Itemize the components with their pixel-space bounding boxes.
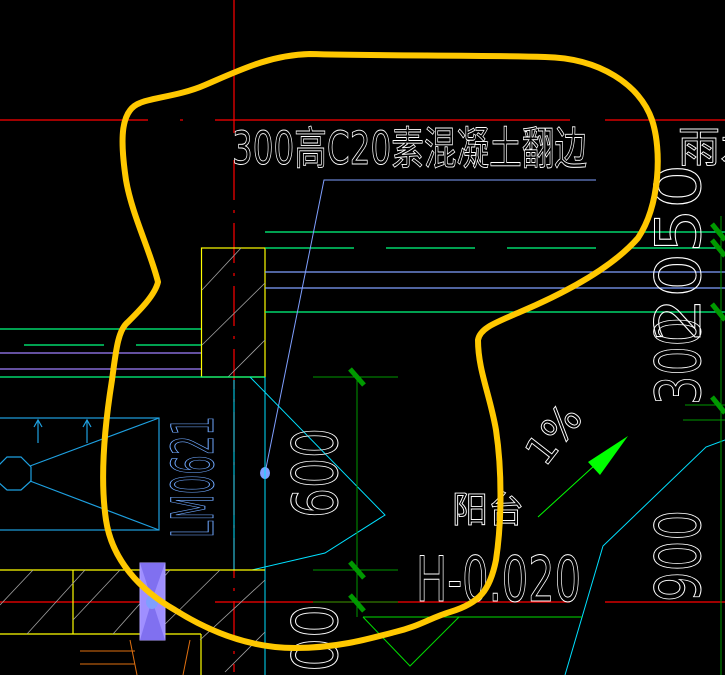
door-symbol [0,417,160,531]
lower-walls [0,569,265,675]
dimension-right-300: 300 [642,317,715,405]
dimension-bottom-partial: 00 [279,604,352,672]
dimension-600: 600 [279,428,352,518]
orange-lines [80,639,191,675]
drain-symbol [362,616,582,667]
slab-lines [0,231,725,378]
slope-label: 1% [517,396,592,474]
lower-hatch [0,569,266,673]
room-label: 阳台 [452,490,524,531]
cut-label-right: 雨水 [678,123,725,172]
door-tag: LM0621 [159,416,227,538]
dimension-ticks [348,222,725,613]
highlight-loop [100,51,661,651]
slope-arrow-icon [537,436,628,518]
annotation-title: 300高C20素混凝土翻边 [232,122,587,175]
wall-column [200,247,266,378]
cyan-lines [233,376,725,675]
dimension-900: 900 [642,510,715,602]
